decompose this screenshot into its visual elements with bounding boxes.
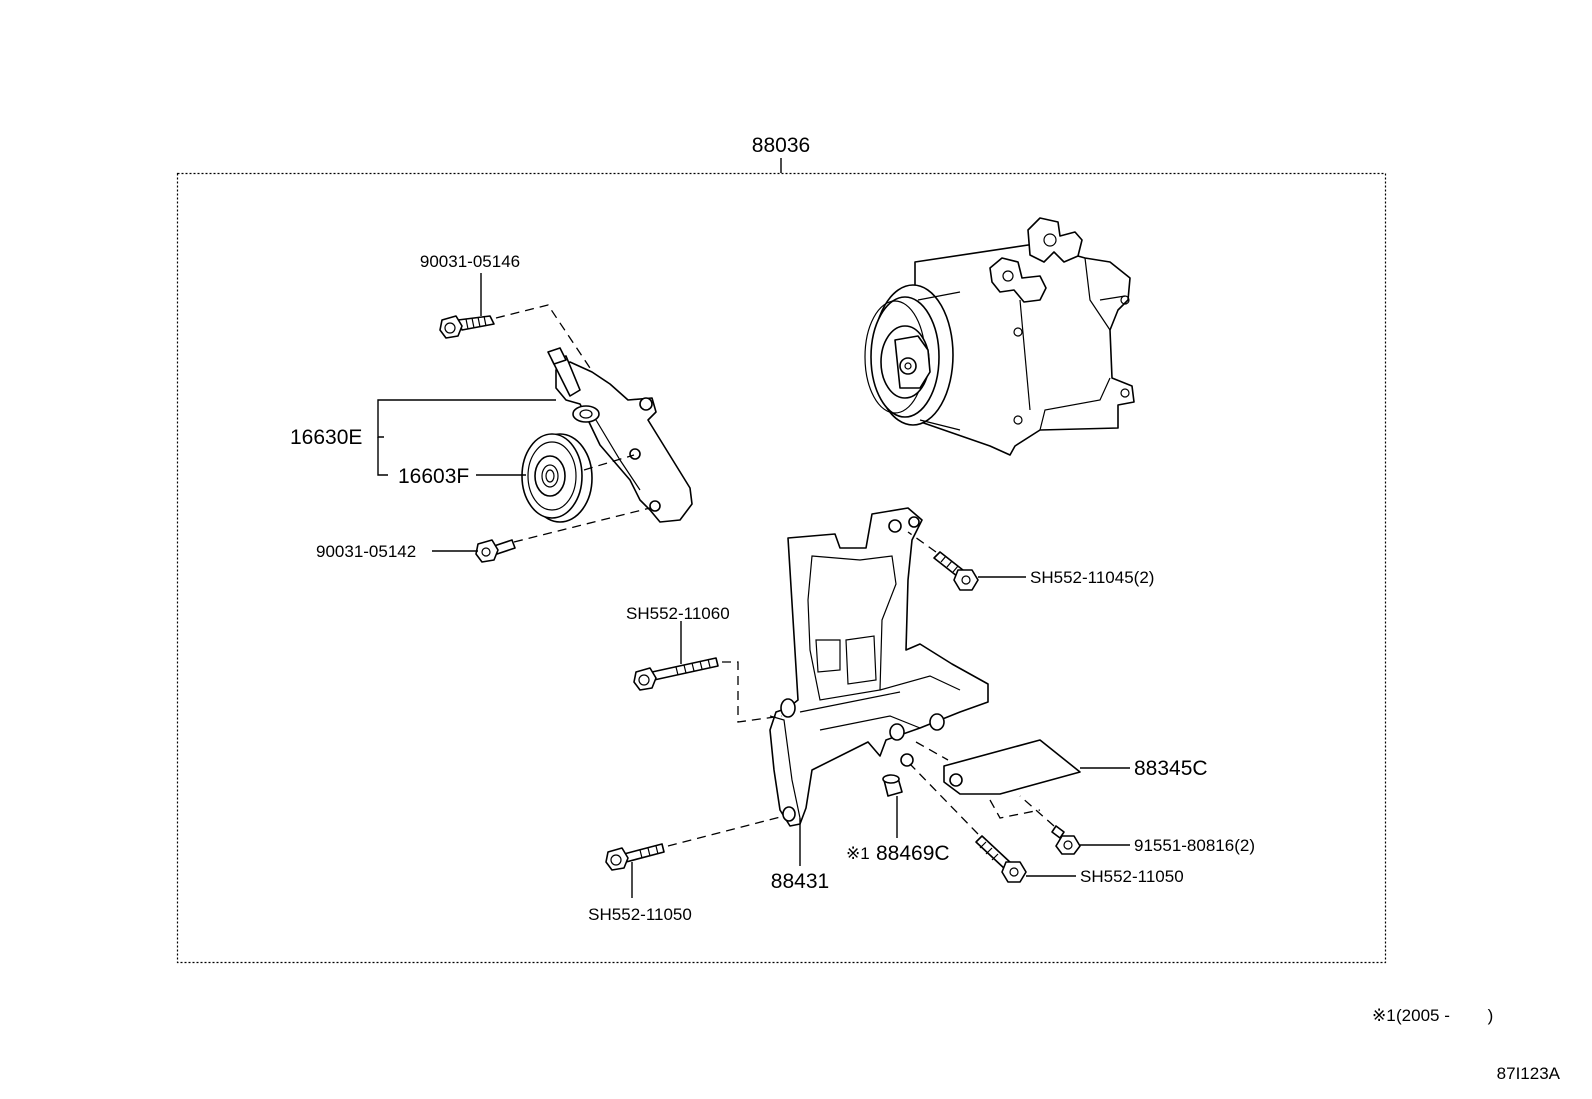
- bolt-left-lower-alignment-dash: [667, 815, 785, 847]
- label-bolt-sh552-11050-left[interactable]: SH552-11050: [588, 905, 692, 924]
- kit-boundary-box: [176, 172, 1387, 964]
- bolt-upper-alignment-dash: [907, 531, 937, 553]
- idler-bracket-drawing: [547, 347, 693, 523]
- bolt-long-alignment-dash: [722, 661, 783, 723]
- spacer-plate-lower-dash: [989, 799, 1041, 819]
- spacer-plate-dash: [915, 741, 949, 761]
- compressor-bracket-drawing: [769, 507, 989, 827]
- label-bolt-sh552-11045[interactable]: SH552-11045(2): [1030, 568, 1154, 587]
- bolt-90031-05146-drawing: [439, 315, 495, 339]
- label-spacer-plate-88345c[interactable]: 88345C: [1134, 757, 1208, 780]
- label-bolt-90031-05146[interactable]: 90031-05146: [420, 252, 520, 271]
- nut-alignment-dash: [1019, 795, 1055, 827]
- bolt-sh552-11045-drawing: [933, 551, 979, 591]
- spacer-plate-drawing: [943, 739, 1081, 795]
- bolt-sh552-11050-left-drawing: [605, 843, 665, 871]
- label-bolt-sh552-11050-right[interactable]: SH552-11050: [1080, 867, 1184, 886]
- footnote-date-range: (2005 - ): [1396, 1006, 1493, 1025]
- label-bolt-sh552-11060[interactable]: SH552-11060: [626, 604, 730, 623]
- idler-bracket-leader: [377, 399, 556, 438]
- footnote-marker: ※1: [1372, 1006, 1396, 1025]
- bolt-sh552-11060-drawing: [633, 657, 719, 691]
- label-nut-91551-80816[interactable]: 91551-80816(2): [1134, 836, 1255, 855]
- bolt-sh552-11050-right-drawing: [975, 835, 1027, 883]
- nut-91551-80816-drawing: [1051, 825, 1081, 855]
- illustration-code: 87I123A: [1497, 1064, 1561, 1083]
- collar-drawing: [882, 774, 903, 797]
- label-idler-bracket-16630e[interactable]: 16630E: [290, 426, 362, 449]
- label-collar-note-marker: ※1: [846, 844, 870, 863]
- bolt-top-alignment-dash: [495, 304, 599, 381]
- label-collar-88469c[interactable]: 88469C: [876, 842, 950, 865]
- bolt-90031-05142-drawing: [475, 539, 516, 563]
- bolt-right-lower-alignment-dash: [909, 763, 979, 835]
- label-idler-pulley-16603f[interactable]: 16603F: [398, 465, 469, 488]
- label-bolt-90031-05142[interactable]: 90031-05142: [316, 542, 416, 561]
- idler-pulley-drawing: [521, 433, 635, 523]
- kit-part-number[interactable]: 88036: [752, 134, 810, 157]
- label-bracket-88431[interactable]: 88431: [771, 870, 829, 893]
- bolt-pulley-alignment-dash: [513, 507, 651, 543]
- ac-compressor-drawing: [864, 217, 1135, 456]
- idler-pulley-leader-bracket: [377, 437, 388, 476]
